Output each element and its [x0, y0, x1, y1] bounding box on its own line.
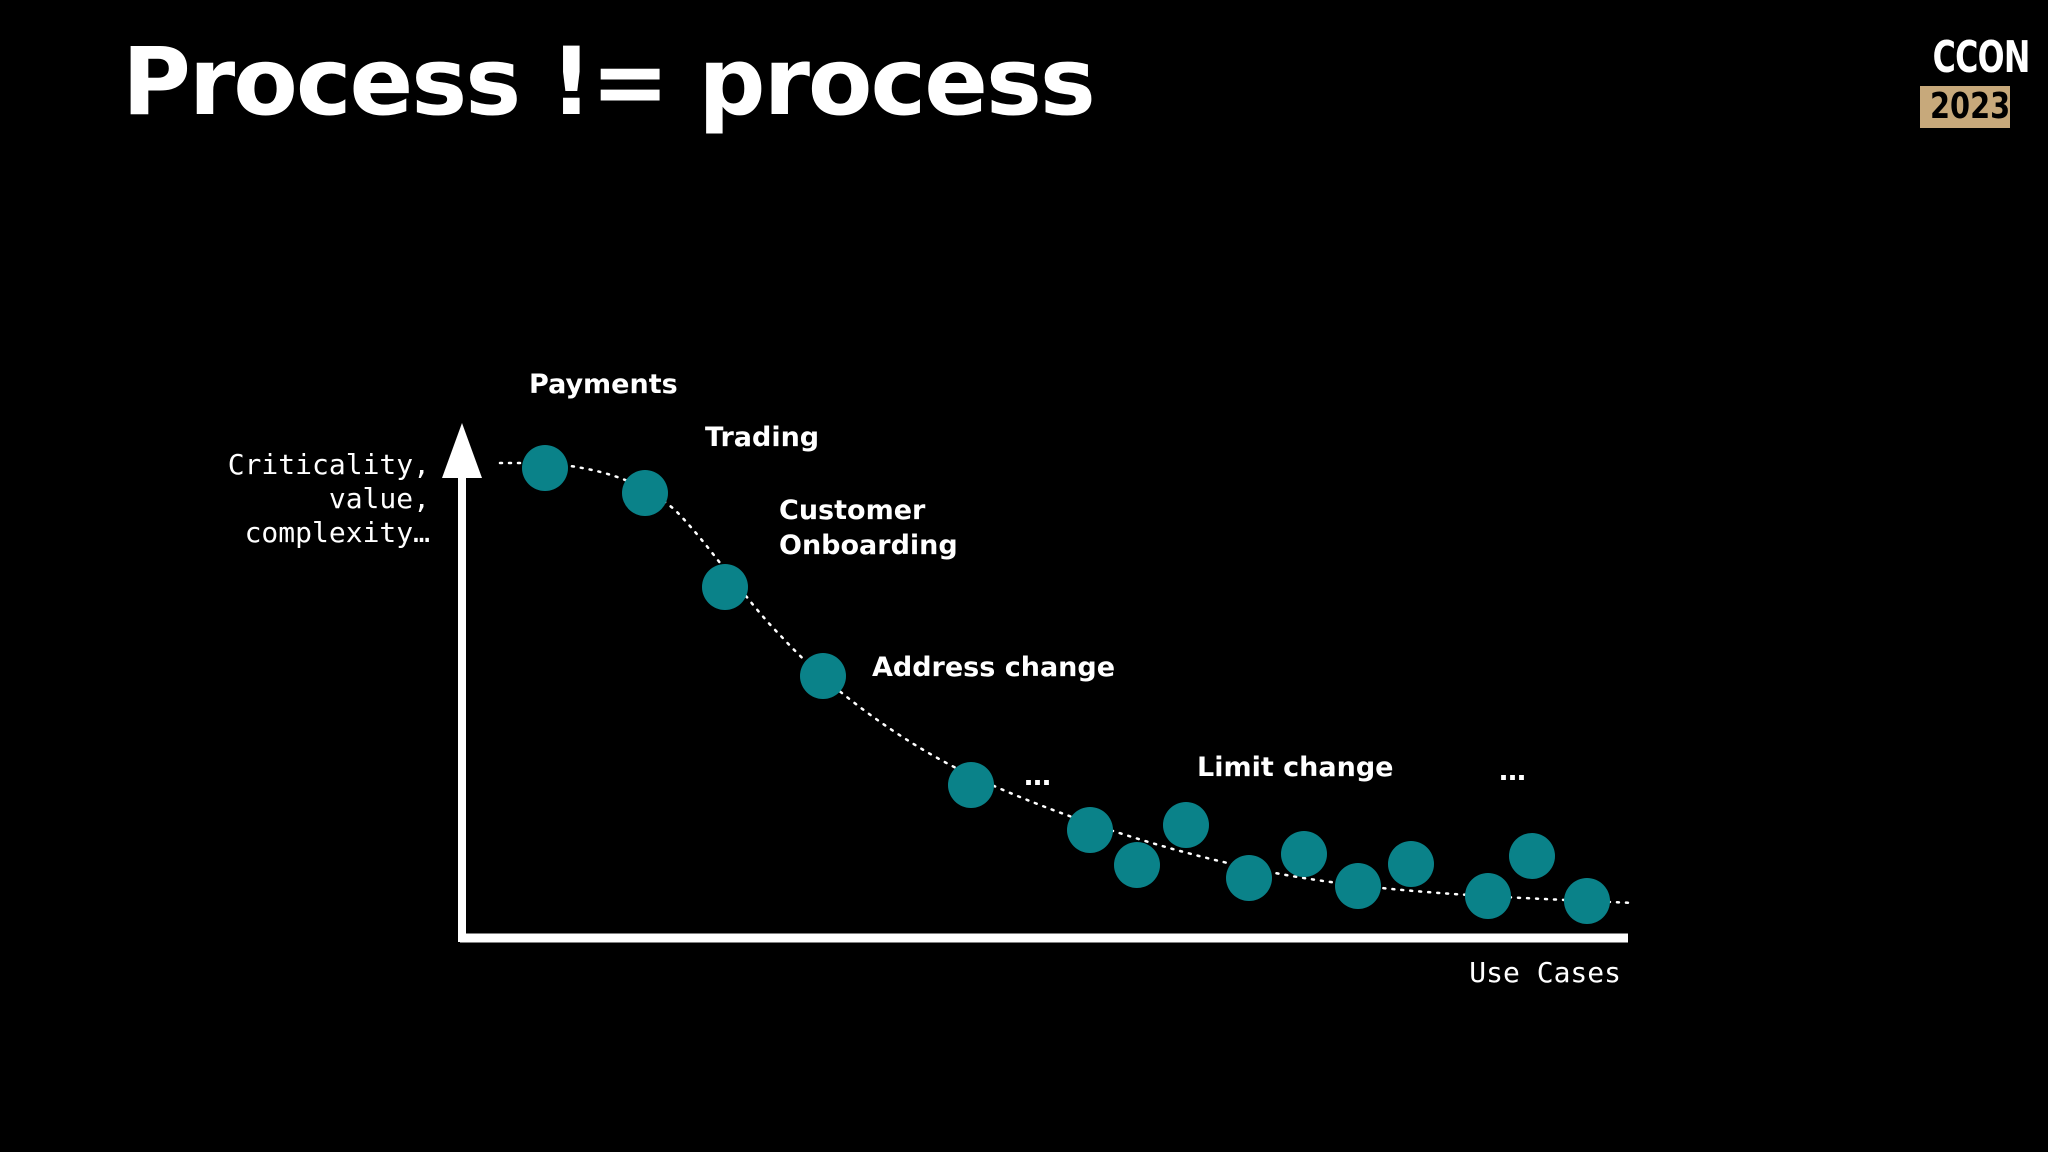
- point-use-case: [948, 762, 994, 808]
- point-use-case: [1509, 833, 1555, 879]
- x-axis-label: Use Cases: [1469, 956, 1621, 989]
- y-axis-label-line-3: complexity…: [245, 516, 430, 549]
- label-trading: Trading: [705, 422, 819, 453]
- point-limit-change: [1163, 802, 1209, 848]
- y-axis-label: Criticality, value, complexity…: [228, 448, 430, 549]
- label-customer-onboarding-line-2: Onboarding: [779, 530, 958, 561]
- point-labels: Payments Trading Customer Onboarding Add…: [529, 369, 1526, 792]
- use-case-points: [522, 445, 1610, 924]
- point-use-case: [1465, 873, 1511, 919]
- point-use-case: [1067, 807, 1113, 853]
- point-use-case: [1388, 841, 1434, 887]
- point-use-case: [1335, 863, 1381, 909]
- label-limit-change: Limit change: [1197, 752, 1393, 783]
- point-trading: [622, 470, 668, 516]
- point-use-case: [1564, 878, 1610, 924]
- point-use-case: [1281, 831, 1327, 877]
- point-address-change: [800, 653, 846, 699]
- label-payments: Payments: [529, 369, 678, 400]
- point-use-case: [1114, 842, 1160, 888]
- trend-curve: [498, 461, 1636, 905]
- slide-title: Process != process: [122, 28, 1096, 137]
- label-customer-onboarding-line-1: Customer: [779, 495, 926, 526]
- logo-text-bottom: 2023: [1930, 86, 2011, 127]
- point-payments: [522, 445, 568, 491]
- logo-year-badge: 2023: [1920, 86, 2010, 128]
- label-address-change: Address change: [872, 652, 1115, 683]
- point-use-case: [1226, 855, 1272, 901]
- y-axis-arrowhead: [442, 423, 482, 478]
- label-ellipsis-2: …: [1499, 756, 1526, 787]
- point-customer-onboarding: [702, 564, 748, 610]
- y-axis-label-line-2: value,: [329, 482, 430, 515]
- y-axis-label-line-1: Criticality,: [228, 448, 430, 481]
- label-ellipsis-1: …: [1024, 761, 1051, 792]
